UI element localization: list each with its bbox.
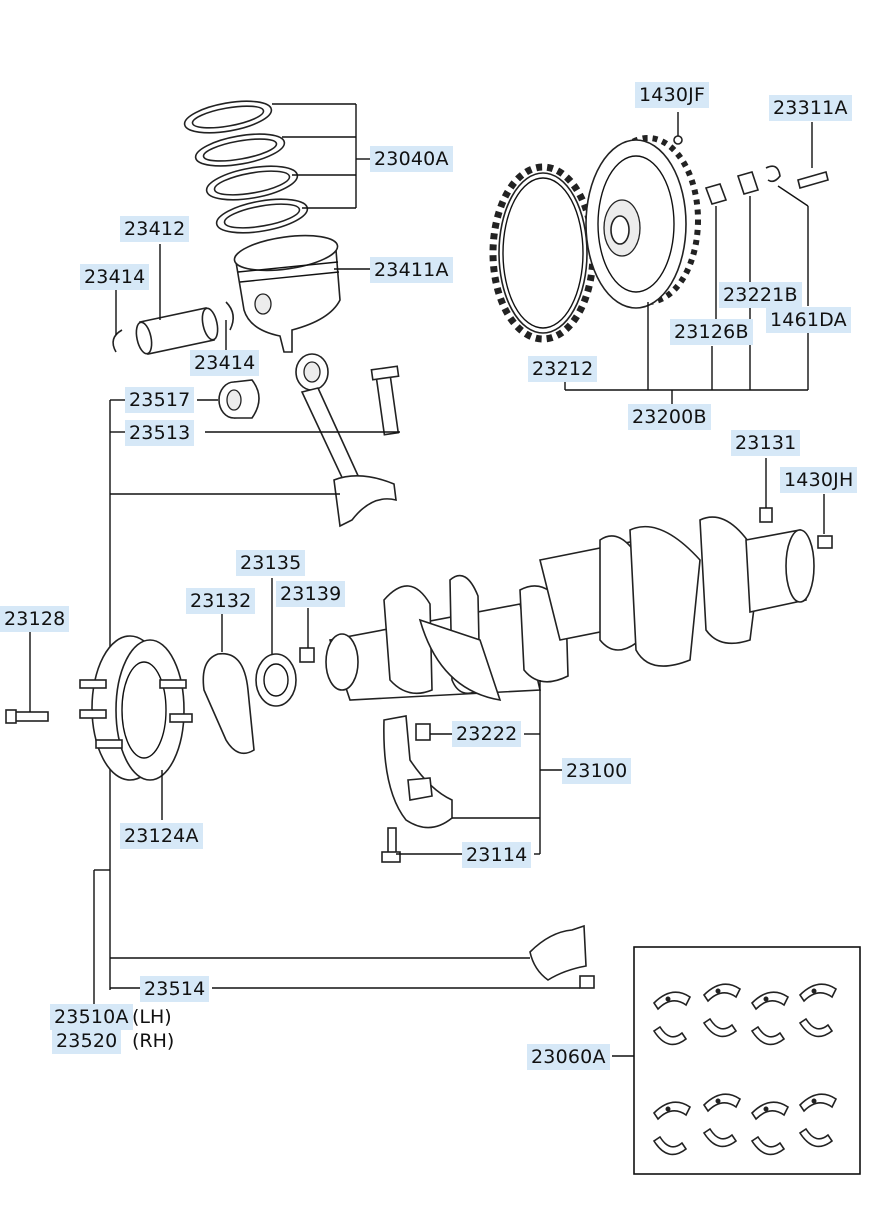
connecting-rod-drawing (295, 353, 400, 528)
bearing-shell-upper (702, 1093, 742, 1113)
front-leaders (221, 578, 309, 654)
crank-leaders (765, 458, 825, 534)
callout-23040A: 23040A (370, 146, 453, 172)
callout-23126B: 23126B (670, 319, 753, 345)
callout-23411A: 23411A (370, 257, 453, 283)
suffix-lh: (LH) (132, 1006, 172, 1028)
callout-1461DA: 1461DA (766, 307, 851, 333)
pulley-group-leaders (564, 112, 813, 404)
rod-cap-drawing (529, 924, 595, 989)
clip-left-drawing (112, 329, 123, 353)
callout-23222: 23222 (452, 721, 522, 747)
callout-23200B: 23200B (628, 404, 711, 430)
bearing-oil-hole (811, 1098, 817, 1104)
bushing-drawing (218, 379, 260, 419)
callout-23114: 23114 (462, 842, 532, 868)
callout-23128: 23128 (0, 606, 70, 632)
bearing-shell-upper (652, 1101, 692, 1121)
bearing-oil-hole (715, 988, 721, 994)
callout-23510A: 23510A (50, 1004, 133, 1030)
bearing-shell-upper (750, 991, 790, 1011)
callout-23311A: 23311A (769, 95, 852, 121)
bearing-oil-hole (665, 996, 671, 1002)
callout-23135: 23135 (236, 550, 306, 576)
clip-right-drawing (225, 301, 234, 331)
callout-23100: 23100 (562, 758, 632, 784)
hub-drawing (79, 635, 193, 781)
bearing-oil-hole (811, 988, 817, 994)
bearing-oil-hole (763, 996, 769, 1002)
callout-23412: 23412 (120, 216, 190, 242)
callout-23414-right: 23414 (190, 350, 260, 376)
bearing-shell-lower (798, 1017, 834, 1038)
callout-23513: 23513 (125, 420, 195, 446)
bearing-shell-upper (702, 983, 742, 1003)
callout-23131: 23131 (731, 430, 801, 456)
pulley-drawing (585, 135, 701, 309)
piston-rings-drawing (183, 100, 309, 234)
piston-pin-drawing (135, 307, 219, 355)
bearing-oil-hole (763, 1106, 769, 1112)
callout-23414-left: 23414 (80, 264, 150, 290)
balance-weight-drawing (383, 715, 453, 829)
callout-1430JF: 1430JF (635, 82, 710, 108)
callout-23517: 23517 (125, 387, 195, 413)
callout-23212: 23212 (528, 356, 598, 382)
bearing-shell-upper (798, 1093, 838, 1113)
suffix-rh: (RH) (132, 1030, 175, 1052)
callout-23124A: 23124A (120, 823, 203, 849)
callout-1430JH: 1430JH (780, 467, 858, 493)
bearing-shells-drawing (652, 983, 838, 1156)
pulley-hardware (673, 135, 829, 205)
bearing-shell-lower (702, 1017, 738, 1038)
bearing-shell-lower (750, 1025, 786, 1046)
callout-23060A: 23060A (527, 1044, 610, 1070)
timing-gear-drawing (489, 163, 597, 343)
callout-23139: 23139 (276, 581, 346, 607)
bearing-shell-lower (798, 1127, 834, 1148)
bearing-shell-upper (652, 991, 692, 1011)
crankshaft-drawing (325, 507, 833, 702)
piston-drawing (233, 234, 341, 353)
callout-23221B: 23221B (719, 282, 802, 308)
bearing-shell-upper (798, 983, 838, 1003)
bolt-23114-drawing (381, 827, 401, 863)
bearing-shell-lower (652, 1025, 688, 1046)
bearing-shell-lower (750, 1135, 786, 1156)
callout-23514: 23514 (140, 976, 210, 1002)
hub-bolt-drawing (5, 709, 49, 724)
front-parts-drawing (202, 647, 315, 755)
bearing-shell-lower (702, 1127, 738, 1148)
callout-23132: 23132 (186, 588, 256, 614)
bearing-oil-hole (665, 1106, 671, 1112)
bearing-shell-upper (750, 1101, 790, 1121)
bearing-oil-hole (715, 1098, 721, 1104)
bearing-shell-lower (652, 1135, 688, 1156)
weight-leaders (396, 680, 562, 855)
callout-23520: 23520 (52, 1028, 122, 1054)
rings-leader (272, 103, 370, 209)
